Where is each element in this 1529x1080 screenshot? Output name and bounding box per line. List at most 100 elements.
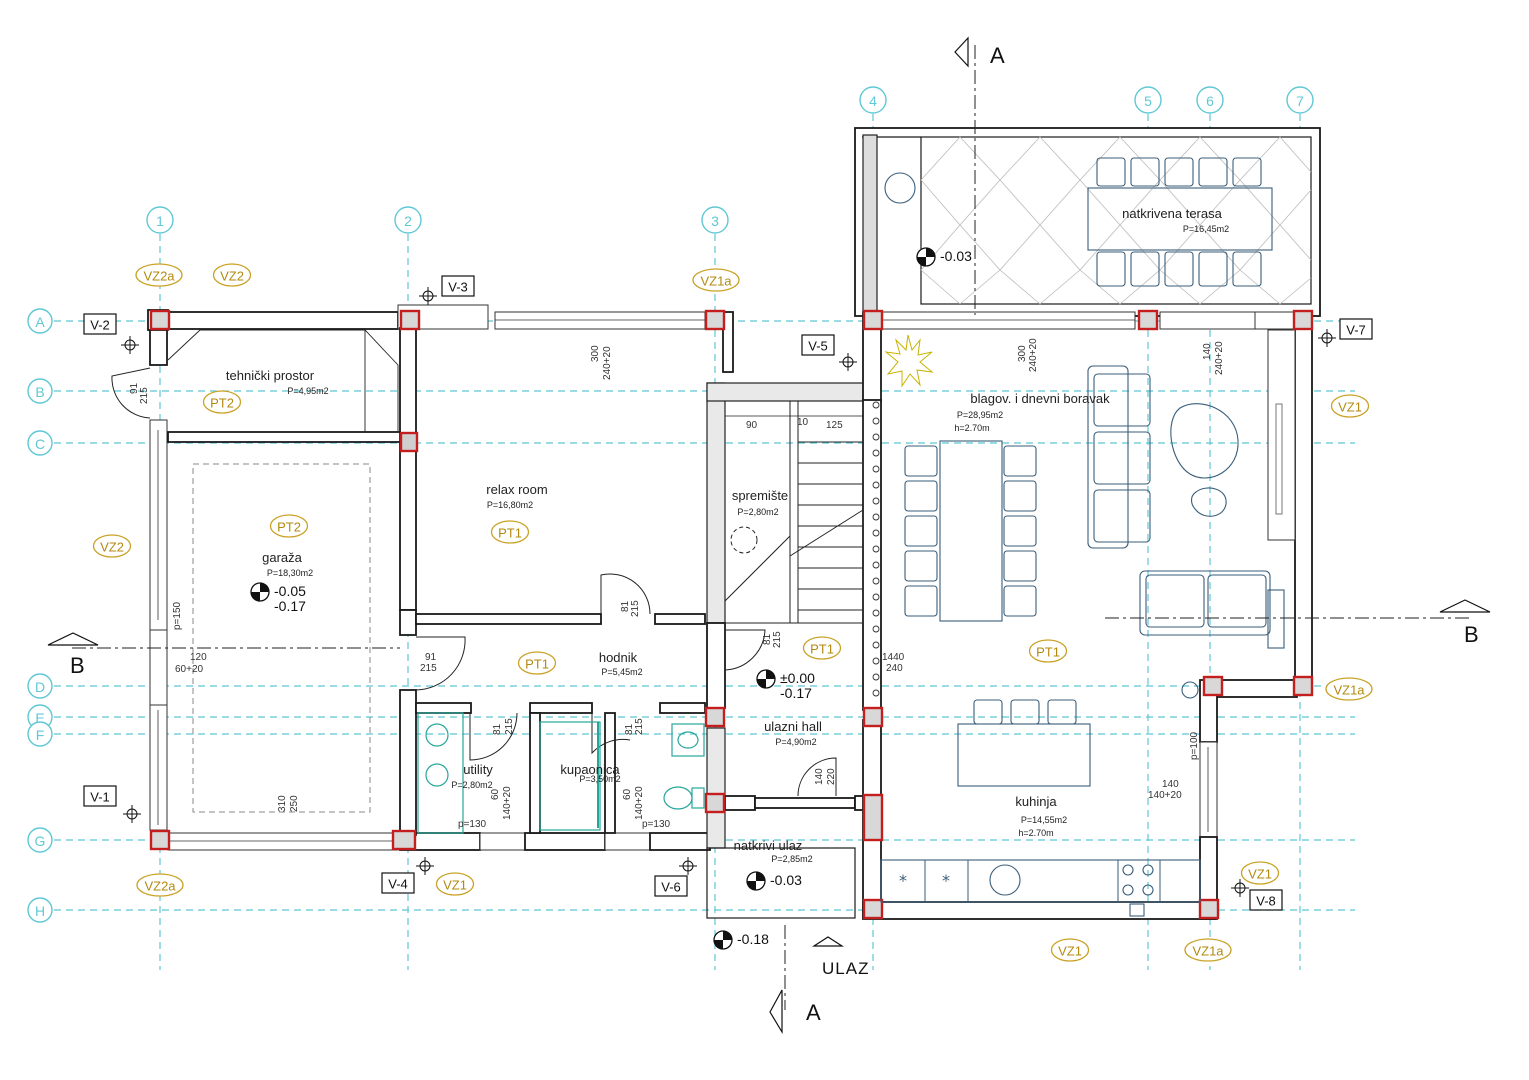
grid-label-D: D (35, 679, 45, 695)
rail-dot (872, 433, 880, 441)
dimension-text: 1440 (882, 652, 905, 663)
wall-tag-label: VZ1 (1248, 867, 1272, 882)
dimension-text: 140 (814, 768, 825, 785)
grid-bubble-B (27, 378, 53, 404)
room-area: P=5,45m2 (601, 667, 642, 677)
level-value: ±0.00 (780, 670, 815, 686)
tech-room-stairs (167, 329, 399, 432)
rail-dot (872, 609, 880, 617)
wall-tag-label: VZ1a (1333, 683, 1365, 698)
grid-bubble-A (27, 308, 53, 334)
grid-label-B: B (35, 384, 44, 400)
terrace-table (1087, 157, 1273, 287)
dimension-text: 60 (622, 788, 633, 800)
dimension-text: 215 (139, 387, 150, 404)
room-name: blagov. i dnevni boravak (970, 391, 1110, 406)
stair-railing-dots (872, 401, 880, 697)
room-area: P=2,80m2 (451, 780, 492, 790)
grid-label-H: H (35, 903, 45, 919)
doors (111, 367, 837, 797)
grid-bubble-2 (394, 206, 422, 234)
walls (147, 304, 1313, 920)
dimension-text: 10 (797, 417, 809, 428)
level-marker-fill (926, 248, 935, 257)
rail-dot (872, 529, 880, 537)
view-label: V-7 (1346, 323, 1366, 338)
rail-dot (872, 513, 880, 521)
wall-tag-bubble (1330, 394, 1370, 418)
level-markers: -0.03-0.05-0.17±0.00-0.17-0.03-0.18 (250, 247, 972, 950)
level-marker-fill (757, 679, 766, 688)
svg-text:*: * (899, 871, 907, 890)
grid-bubble-6 (1196, 86, 1224, 114)
grid-label-G: G (35, 833, 46, 849)
dimension-text: 140+20 (1148, 790, 1182, 801)
level-marker-fill (723, 931, 732, 940)
grid-bubble-H (27, 897, 53, 923)
rail-dot (872, 481, 880, 489)
room-height: h=2.70m (1018, 828, 1053, 838)
floor-tag-bubble (1028, 639, 1068, 663)
level-marker-fill (251, 592, 260, 601)
grid-label-C: C (35, 436, 45, 452)
level-marker-fill (714, 940, 723, 949)
floor-tag-bubble (802, 636, 842, 660)
dimension-text: 140 (1162, 779, 1179, 790)
dimension-text: 81 (492, 723, 503, 735)
wall-tag-label: VZ2 (100, 540, 124, 555)
floor-tag-label: PT2 (210, 396, 234, 411)
room-area: P=2,80m2 (737, 507, 778, 517)
level-value: -0.03 (770, 872, 802, 888)
room-area: P=18,30m2 (267, 568, 313, 578)
room-name: kupaonica (560, 762, 620, 777)
grid-label-3: 3 (711, 213, 719, 229)
wall-tag-label: VZ2 (220, 269, 244, 284)
floor-tag-bubble (202, 390, 242, 414)
wall-tag-label: VZ1a (700, 274, 732, 289)
dimension-text: 125 (826, 420, 843, 431)
dimension-text: 220 (826, 768, 837, 785)
floor-tag-label: PT1 (1036, 645, 1060, 660)
wall-tag-bubble (1184, 938, 1232, 962)
wall-tag-bubble (1325, 677, 1373, 701)
rail-dot (872, 449, 880, 457)
view-box (83, 313, 117, 335)
room-name: utility (463, 762, 493, 777)
room-name: ulazni hall (764, 719, 822, 734)
view-label: V-3 (448, 280, 468, 295)
floor-tag-bubble (269, 514, 309, 538)
level-marker-fill (917, 257, 926, 266)
room-name: natkrivi ulaz (734, 838, 803, 853)
rail-dot (872, 673, 880, 681)
dimension-text: 240+20 (1214, 341, 1225, 375)
room-name: garaža (262, 550, 303, 565)
view-box (1339, 318, 1373, 340)
level-value: -0.03 (940, 248, 972, 264)
rail-dot (872, 401, 880, 409)
view-label: V-2 (90, 318, 110, 333)
level-value: -0.17 (780, 685, 812, 701)
wall-tag-bubble (1240, 861, 1280, 885)
rail-dot (872, 577, 880, 585)
rail-dot (872, 561, 880, 569)
grid-bubble-G (27, 827, 53, 853)
section-label: B (70, 653, 85, 678)
room-area: P=28,95m2 (957, 410, 1003, 420)
view-label: V-8 (1256, 894, 1276, 909)
wall-tag-label: VZ2a (144, 879, 176, 894)
grid-bubble-C (27, 430, 53, 456)
level-value: -0.18 (737, 931, 769, 947)
wall-tag-bubble (135, 263, 183, 287)
rail-dot (872, 417, 880, 425)
room-area: P=2,85m2 (771, 854, 812, 864)
dimension-text: p=100 (1189, 731, 1200, 760)
dimension-text: 300 (590, 345, 601, 362)
floor-tag-label: PT2 (277, 520, 301, 535)
wall-tag-label: VZ1a (1192, 944, 1224, 959)
grid-label-1: 1 (156, 213, 164, 229)
dimension-text: 310 (277, 795, 288, 812)
columns (149, 309, 1314, 920)
dimension-text: 240+20 (602, 346, 613, 380)
level-marker-fill (766, 670, 775, 679)
